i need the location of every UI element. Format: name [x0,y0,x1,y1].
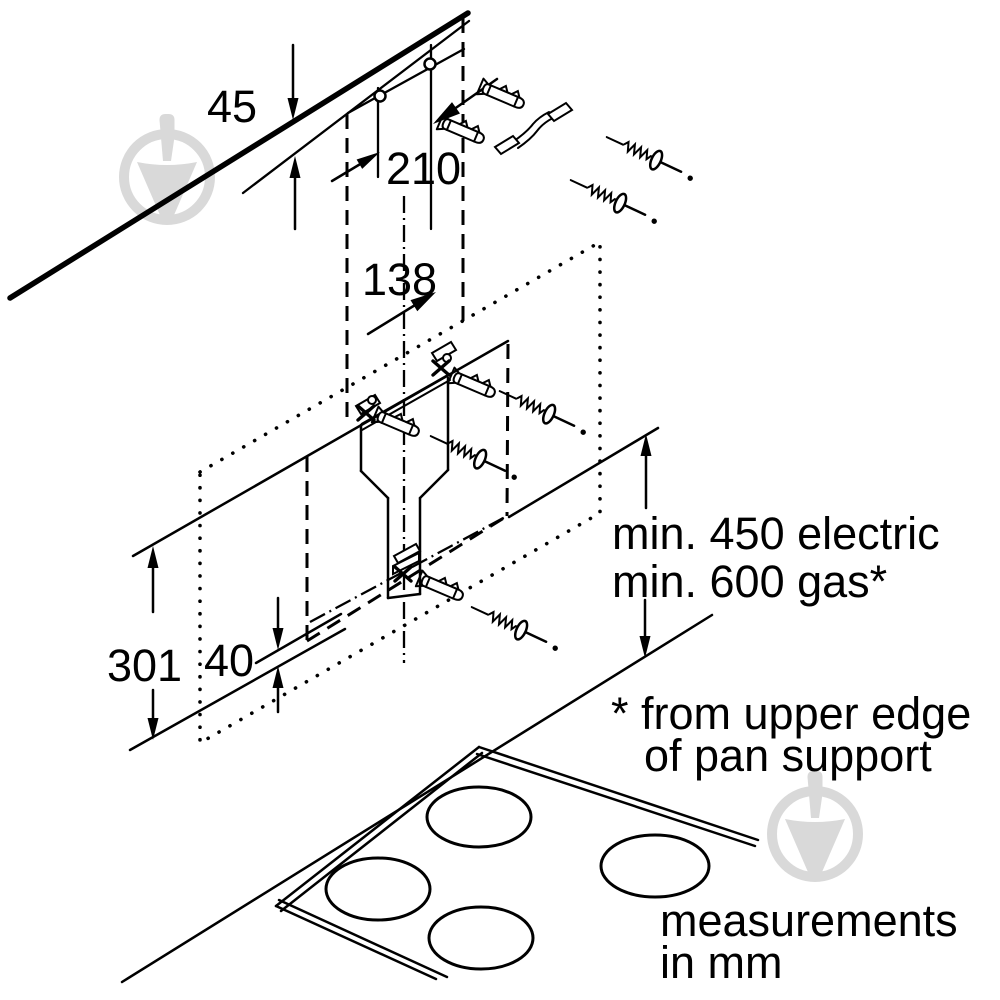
watermark-trowel-icon [772,771,858,881]
units-note-line2: in mm [660,937,783,988]
footnote-line2: of pan support [644,730,932,781]
hood-body-dotted-outline [198,238,602,747]
burner-front [427,905,535,971]
dimension-45-label: 45 [207,81,257,132]
min-clearance-electric-label: min. 450 electric [612,508,940,559]
wall-plug-icon [475,75,529,114]
screw-icon [466,596,564,658]
burner-right [599,833,711,899]
drill-hole-right [423,57,437,71]
bracket-bottom-hook [392,542,422,565]
dimension-min-clearance [639,434,652,658]
watermark-trowel-icon [124,114,210,224]
dimension-138 [366,292,436,336]
dimension-301-label: 301 [107,640,182,691]
dimension-40-label: 40 [204,635,254,686]
dimension-138-label: 138 [362,254,437,305]
dimension-301 [147,546,159,740]
holes-alignment-line [346,47,466,115]
hob-outline [274,745,760,981]
screw-icon [494,380,592,442]
drill-hole-left [373,89,387,103]
dimension-45 [287,43,301,231]
burner-back [425,785,533,849]
screw-icon [601,126,699,188]
mounting-clip [493,101,574,156]
bracket-right-tab [430,340,458,363]
footnote-line1: * from upper edge [611,688,971,739]
wall-top-edge-line [7,10,471,301]
gap-40-upper-line [254,612,343,665]
units-note-line1: measurements [660,895,958,946]
screw-icon [565,169,663,231]
hood-lower-edge-line [507,426,660,519]
wall-plug-icon [414,567,468,606]
hob-level-line [120,613,714,984]
lower-shelf-line [128,627,347,752]
burner-left [324,856,432,922]
hood-back-panel-dashed-outline [305,343,510,643]
min-clearance-gas-label: min. 600 gas* [612,556,887,607]
mounting-bracket [354,340,458,600]
fixing-point-marker [431,359,451,377]
hood-bottom-axis-line [309,514,508,624]
bracket-left-hole [367,395,377,405]
dimension-210-label: 210 [386,143,461,194]
dimension-40 [272,596,284,714]
